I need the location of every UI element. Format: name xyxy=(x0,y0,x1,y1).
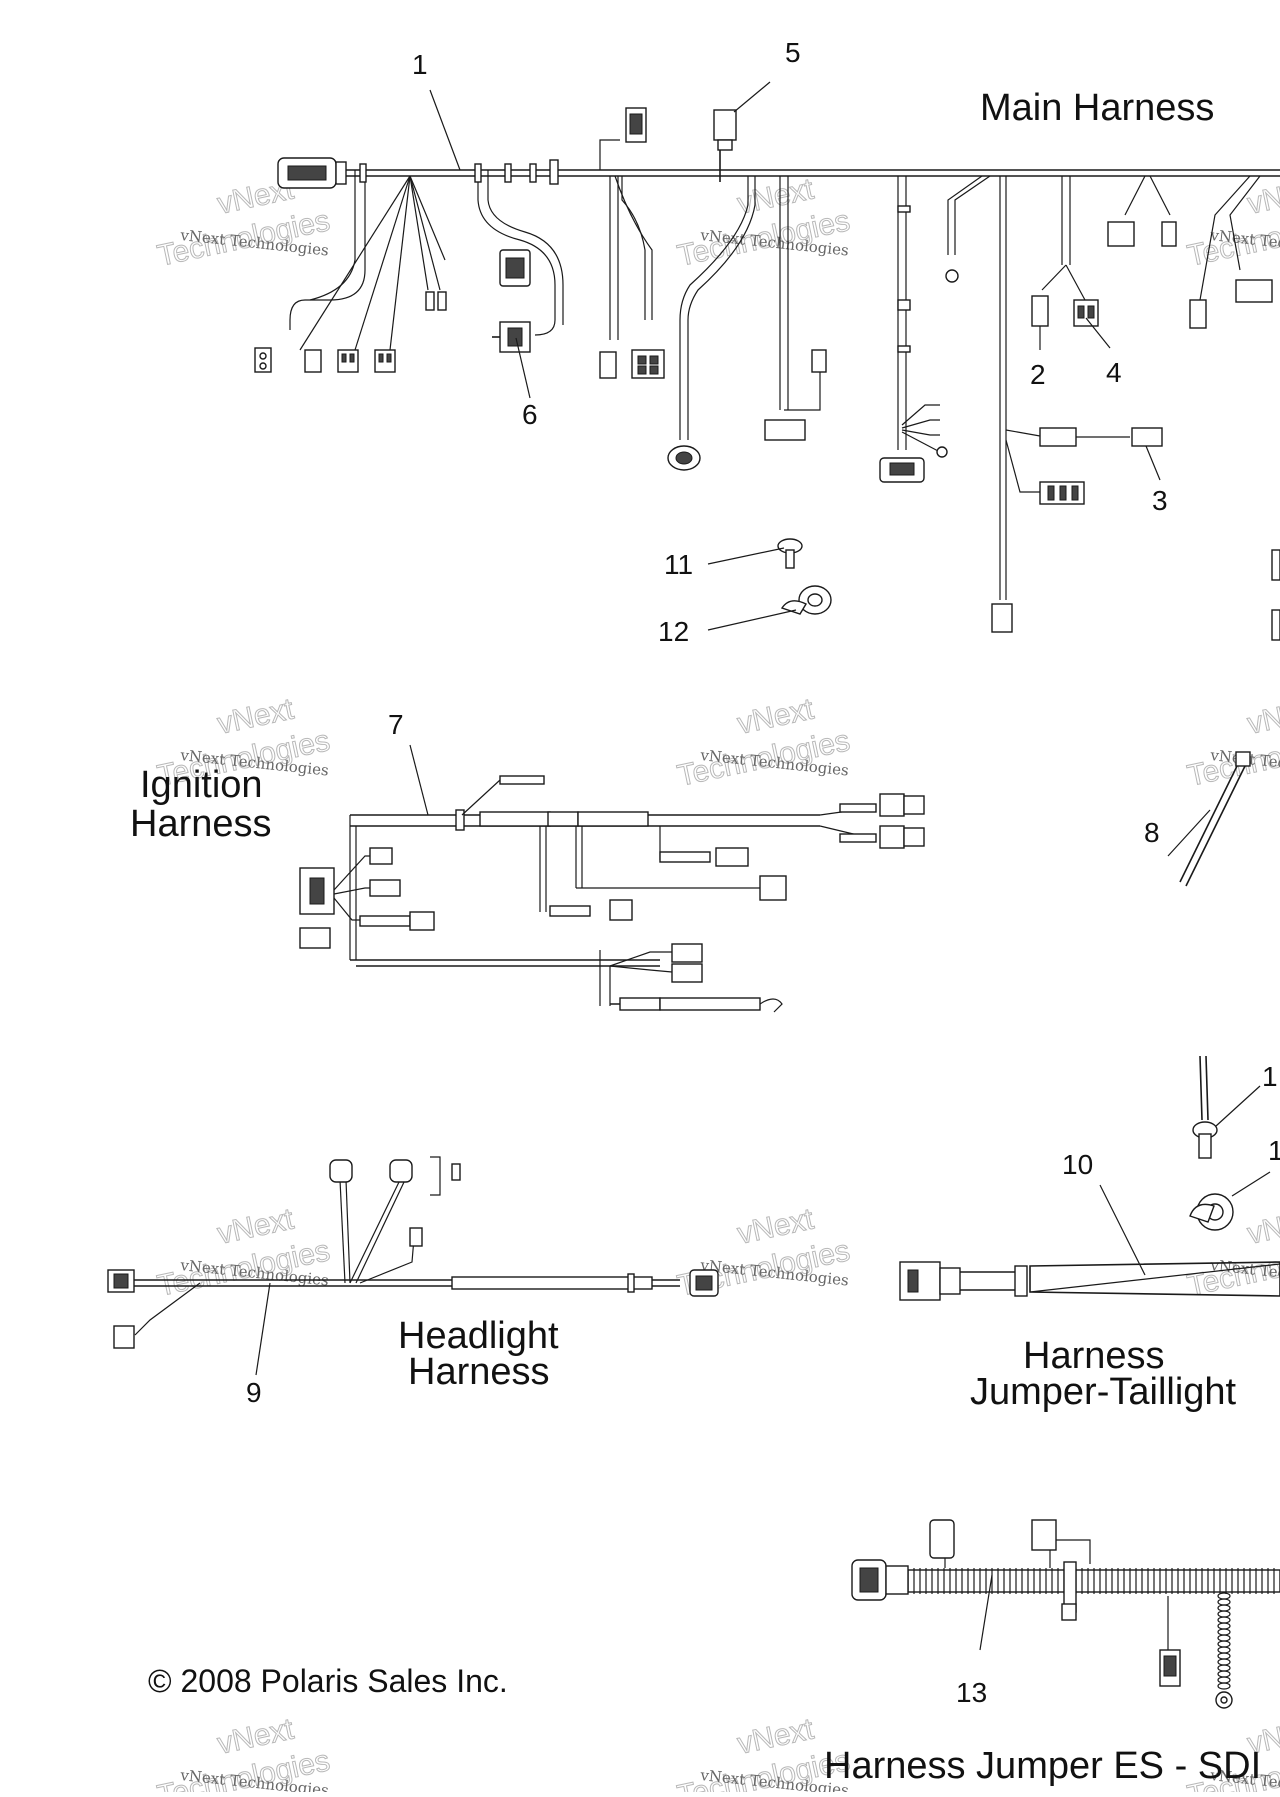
callout-5: 5 xyxy=(785,37,801,68)
ignition-harness xyxy=(299,775,925,1013)
callout-13: 13 xyxy=(956,1677,987,1708)
callout-4: 4 xyxy=(1106,357,1122,388)
callout-6: 6 xyxy=(522,399,538,430)
watermark-vnext: vNext xyxy=(1245,692,1280,740)
callout-10: 10 xyxy=(1062,1149,1093,1180)
ignition-harness-title-line2: Harness xyxy=(130,803,272,845)
callout-leaders xyxy=(255,81,1271,1651)
main-harness-title: Main Harness xyxy=(980,87,1214,129)
taillight-harness xyxy=(899,1055,1280,1301)
callout-8: 8 xyxy=(1144,817,1160,848)
callout-7: 7 xyxy=(388,709,404,740)
es-sdi-harness xyxy=(851,1519,1280,1709)
main-harness xyxy=(254,107,1280,641)
callout-12-partial: 1 xyxy=(1268,1135,1280,1166)
callout-9: 9 xyxy=(246,1377,262,1408)
callout-2: 2 xyxy=(1030,359,1046,390)
watermark-vnext: vNext xyxy=(1245,1202,1280,1250)
cable-tie xyxy=(1179,751,1251,887)
corrugated-sleeve xyxy=(907,1568,1280,1594)
section-titles: Main Harness Ignition Harness Headlight … xyxy=(130,87,1261,1787)
callout-11-partial: 1 xyxy=(1262,1061,1278,1092)
taillight-harness-title-line1: Harness xyxy=(1023,1335,1165,1377)
es-sdi-harness-title: Harness Jumper ES - SDI xyxy=(824,1745,1261,1787)
taillight-harness-title-line2: Jumper-Taillight xyxy=(970,1371,1237,1413)
headlight-harness-title-line1: Headlight xyxy=(398,1315,559,1357)
callout-1: 1 xyxy=(412,49,428,80)
watermark-vnext: vNext xyxy=(1245,172,1280,220)
callout-11: 11 xyxy=(664,549,693,580)
callout-3: 3 xyxy=(1152,485,1168,516)
callout-12: 12 xyxy=(658,616,689,647)
headlight-harness xyxy=(107,1156,719,1349)
headlight-harness-title-line2: Harness xyxy=(408,1351,550,1393)
coiled-wire xyxy=(1217,1592,1231,1690)
ignition-harness-title-line1: Ignition xyxy=(140,764,263,806)
callout-numbers: 1 5 2 4 3 6 11 12 7 8 9 10 13 1 1 xyxy=(246,37,1280,1708)
copyright-text: © 2008 Polaris Sales Inc. xyxy=(148,1663,508,1699)
